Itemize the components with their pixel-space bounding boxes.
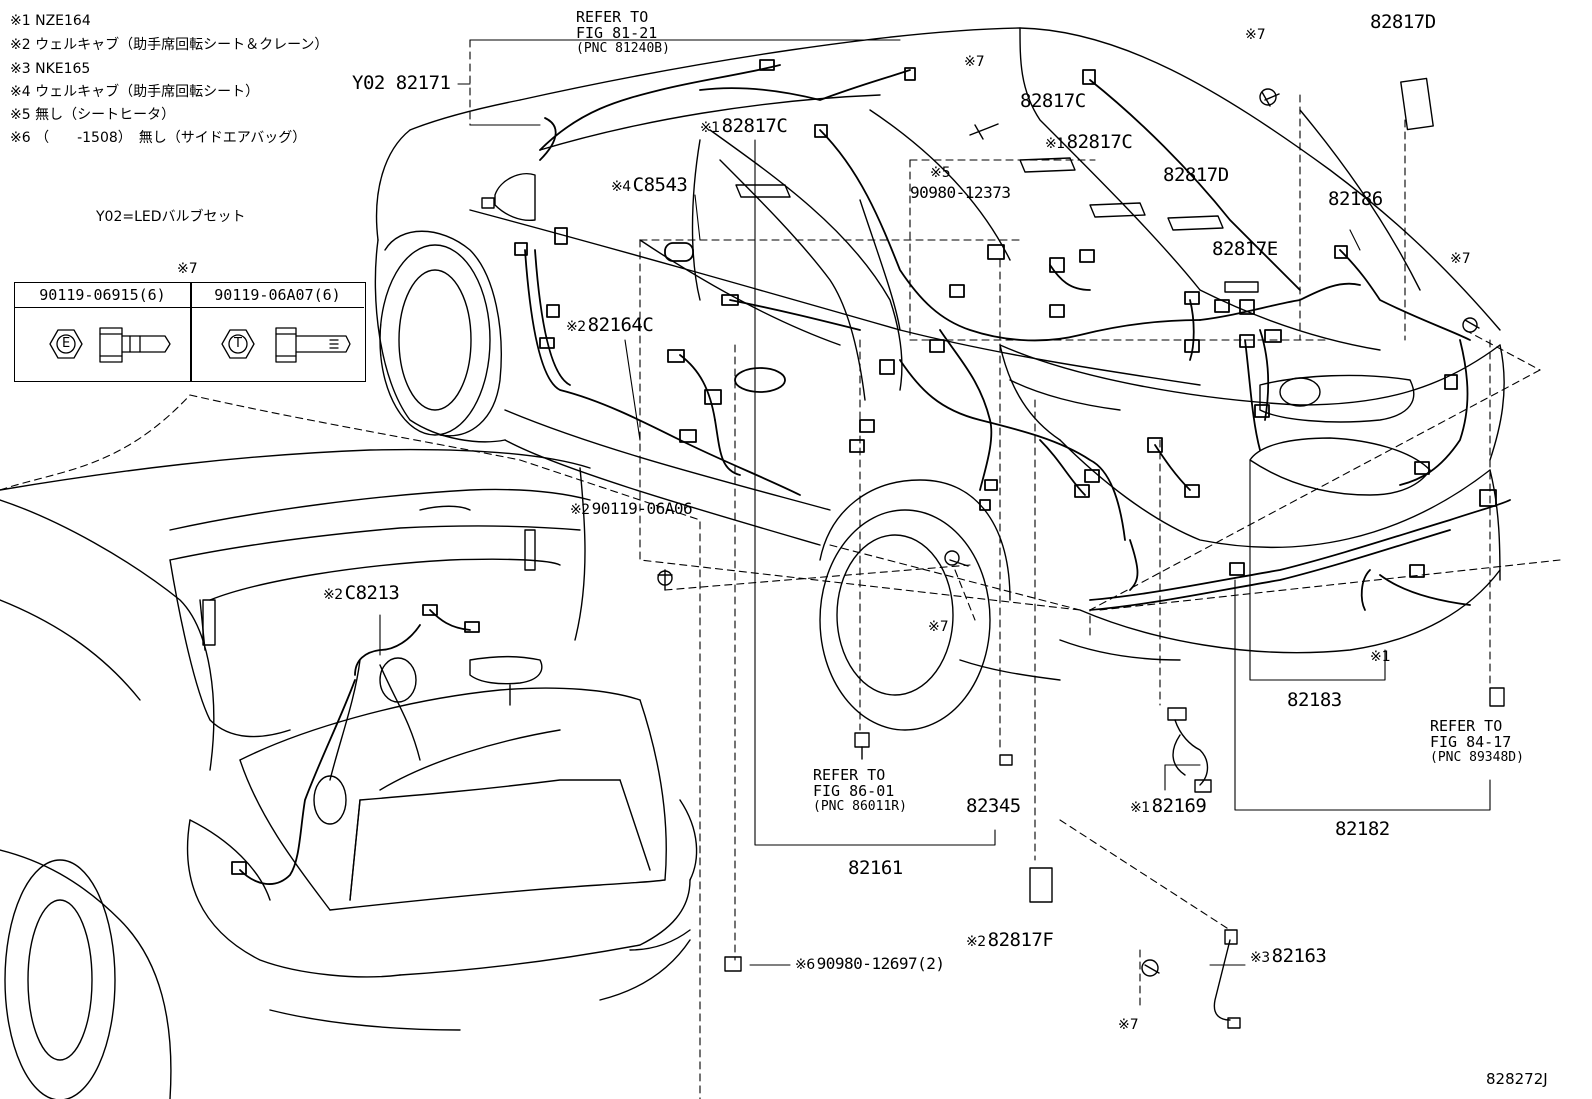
bolt-table: 90119-06915(6) 90119-06A07(6) E T (14, 282, 366, 382)
mark5: ※5 (930, 165, 951, 181)
note-4: ※4 ウェルキャブ（助手席回転シート） (10, 84, 260, 100)
bolt-symbol-t: T (234, 336, 242, 351)
solid-leaders (379, 39, 1491, 966)
main-car-body (374, 27, 1505, 731)
reference-fig-81-21: REFER TO FIG 81-21 (PNC 81240B) (576, 8, 670, 56)
legend-note: Y02=LEDバルブセット (96, 209, 246, 225)
callout-82817d-a: 82817D (1370, 11, 1436, 33)
callout-82817e: 82817E (1212, 238, 1278, 260)
figure-code: 828272J (1486, 1070, 1548, 1088)
callout-82817d-b: 82817D (1163, 164, 1229, 186)
loose-parts (657, 77, 1505, 1029)
trunk-inset (0, 394, 701, 1099)
bolt-part-2: 90119-06A07(6) (191, 283, 364, 308)
note-3: ※3 NKE165 (10, 61, 91, 77)
callout-82345: 82345 (966, 795, 1021, 817)
mark7-bolt-c: ※7 (1450, 251, 1471, 267)
mark7-bolt-d: ※7 (928, 619, 949, 635)
mark7-bolt-b: ※7 (1245, 27, 1266, 43)
bolt-table-mark: ※7 (177, 261, 198, 277)
callout-82186: 82186 (1328, 188, 1383, 210)
callout-82161: 82161 (848, 857, 903, 879)
reference-fig-84-17: REFER TO FIG 84-17 (PNC 89348D) (1430, 717, 1524, 765)
mark7-bolt-a: ※7 (964, 54, 985, 70)
callout-82817c-b: 82817C (1020, 90, 1086, 112)
bolt-table-drawings (49, 327, 351, 363)
note-5: ※5 無し（シートヒータ） (10, 107, 176, 123)
bolt-symbol-e: E (62, 336, 71, 351)
mark1-bumper: ※1 (1370, 649, 1391, 665)
reference-fig-86-01: REFER TO FIG 86-01 (PNC 86011R) (813, 766, 907, 814)
bolt-part-1: 90119-06915(6) (15, 283, 190, 308)
leader-lines (469, 39, 1561, 1011)
note-2: ※2 ウェルキャブ（助手席回転シート＆クレーン） (10, 37, 329, 53)
callout-82183: 82183 (1287, 689, 1342, 711)
mark7-bolt-e: ※7 (1118, 1017, 1139, 1033)
note-6: ※6 （ -1508） 無し（サイドエアバッグ） (10, 130, 307, 146)
callout-82182: 82182 (1335, 818, 1390, 840)
callout-90980-12373: 90980-12373 (910, 183, 1011, 202)
note-1: ※1 NZE164 (10, 13, 91, 29)
main-harness (514, 59, 1511, 611)
callout-y02-82171: Y02 82171 (352, 72, 451, 94)
